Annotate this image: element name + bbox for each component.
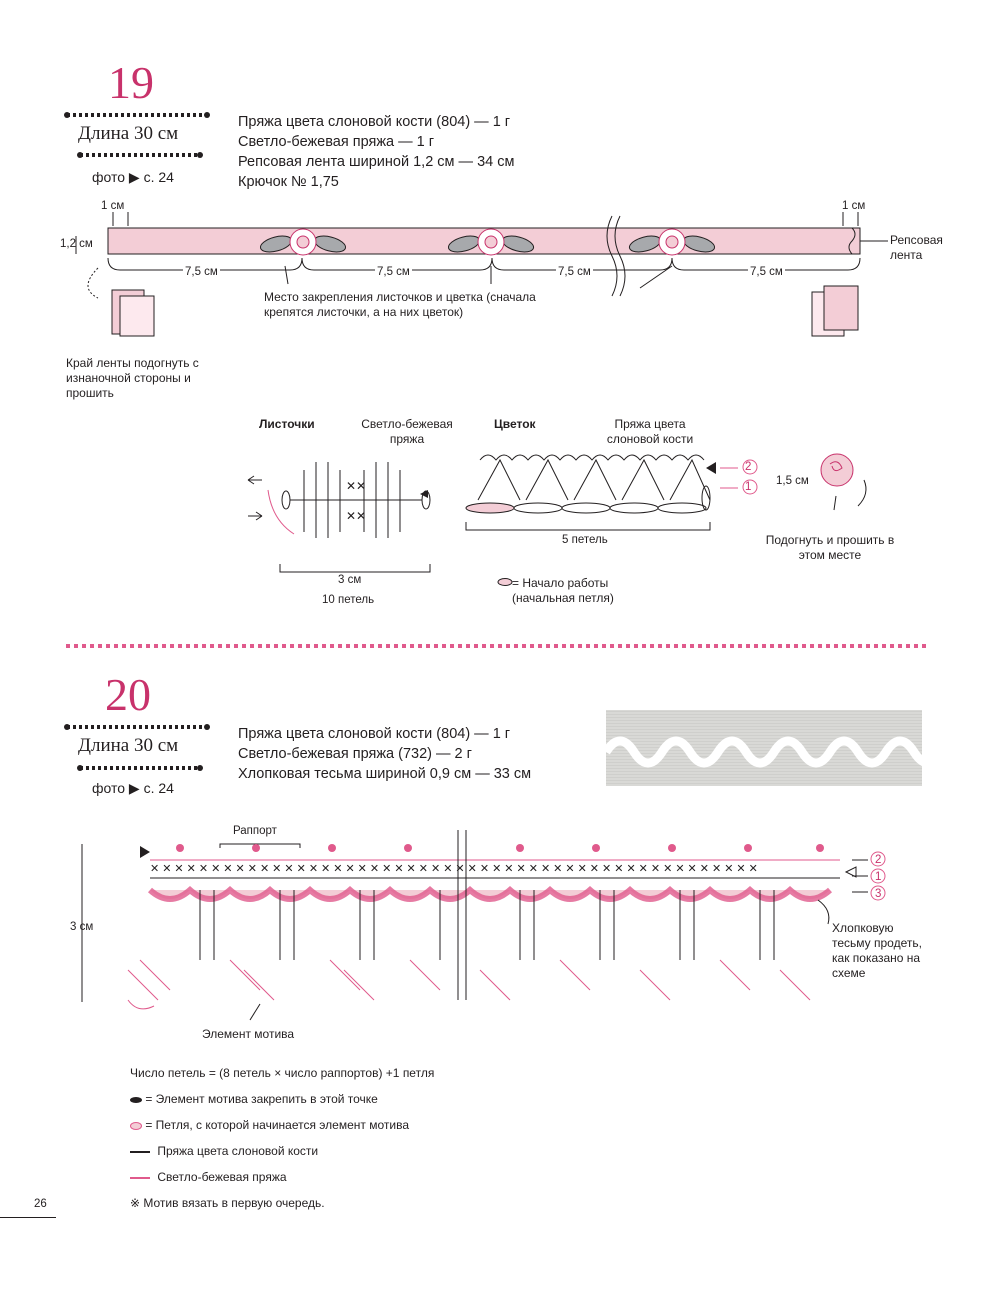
ribbon-diagram xyxy=(75,212,888,337)
leaf-flower-group xyxy=(259,228,347,256)
leaf-flower-group xyxy=(447,228,535,256)
row2-label: 2 xyxy=(875,854,882,866)
material-line: Крючок № 1,75 xyxy=(238,174,339,190)
divider xyxy=(64,112,210,118)
pattern-20-materials: Пряжа цвета слоновой кости (804) — 1 г С… xyxy=(238,724,531,784)
flower-row1: 1 xyxy=(745,481,752,493)
flower-count: 5 петель xyxy=(562,534,608,546)
flower-yarn: Пряжа цвета слоновой кости xyxy=(606,417,694,446)
beige-line-icon xyxy=(130,1176,150,1179)
pattern-20-length: Длина 30 см xyxy=(78,735,179,756)
flower-fold-note: Подогнуть и прошить в этом месте xyxy=(765,533,895,562)
section-separator xyxy=(66,644,926,648)
svg-text:✕✕✕✕✕✕✕✕✕✕✕✕✕✕✕✕✕✕✕✕✕✕✕✕✕✕✕✕✕✕: ✕✕✕✕✕✕✕✕✕✕✕✕✕✕✕✕✕✕✕✕✕✕✕✕✕✕✕✕✕✕✕✕✕✕✕✕✕✕✕✕… xyxy=(150,863,761,875)
attach-note: Место закрепления листочков и цветка (сн… xyxy=(264,290,536,319)
leaves-chart: ✕✕ ✕✕ xyxy=(247,462,431,573)
divider xyxy=(64,724,210,730)
svg-text:✕✕: ✕✕ xyxy=(346,509,366,523)
page-number: 26 xyxy=(34,1198,47,1210)
leaves-count: 10 петель xyxy=(322,594,375,606)
pattern-19-length: Длина 30 см xyxy=(78,123,179,144)
legend-fix-point: = Элемент мотива закрепить в этой точке xyxy=(130,1092,378,1107)
spacing-label: 7,5 см xyxy=(375,265,412,279)
start-note: = Начало работы (начальная петля) xyxy=(512,576,614,605)
leaves-width: 3 см xyxy=(338,574,362,586)
legend-fix-point-text: = Элемент мотива закрепить в этой точке xyxy=(145,1092,378,1106)
tape-note: Хлопковую тесьму продеть, как показано н… xyxy=(832,921,922,980)
dim-1cm-left: 1 см xyxy=(101,200,125,212)
dim-height: 1,2 см xyxy=(60,238,93,250)
pattern-19-photo-ref: фото ▶ с. 24 xyxy=(92,169,174,185)
spacing-label: 7,5 см xyxy=(556,265,593,279)
legend-start-loop-text: = Петля, с которой начинается элемент мо… xyxy=(145,1118,409,1132)
divider xyxy=(77,765,203,771)
leaves-title: Листочки xyxy=(259,417,315,431)
leaves-yarn: Светло-бежевая пряжа xyxy=(361,417,453,446)
motif-label: Элемент мотива xyxy=(202,1027,295,1041)
legend-formula: Число петель = (8 петель × число раппорт… xyxy=(130,1066,435,1080)
flower-size: 1,5 см xyxy=(776,475,809,487)
material-line: Пряжа цвета слоновой кости (804) — 1 г xyxy=(238,114,511,130)
legend-beige-text: Светло-бежевая пряжа xyxy=(157,1170,287,1184)
legend-beige: Светло-бежевая пряжа xyxy=(130,1170,287,1185)
pattern-19-materials: Пряжа цвета слоновой кости (804) — 1 г С… xyxy=(238,112,514,192)
legend-note: ※ Мотив вязать в первую очередь. xyxy=(130,1196,325,1210)
flower-chart xyxy=(465,453,867,531)
pattern-19-number: 19 xyxy=(108,57,154,108)
row1-label: 1 xyxy=(875,871,882,883)
ric-rac-photo xyxy=(602,710,946,786)
ivory-line-icon xyxy=(130,1150,150,1153)
edge-note: Край ленты подогнуть с изнаночной сторон… xyxy=(66,356,199,400)
spacing-label: 7,5 см xyxy=(183,265,220,279)
filled-loop-icon xyxy=(130,1096,142,1103)
material-line: Светло-бежевая пряжа — 1 г xyxy=(238,134,435,150)
material-line: Пряжа цвета слоновой кости (804) — 1 г xyxy=(238,726,511,742)
repeat-label: Раппорт xyxy=(233,825,277,837)
leaf-flower-group xyxy=(628,228,716,256)
pattern-20-number: 20 xyxy=(105,669,151,720)
material-line: Светло-бежевая пряжа (732) — 2 г xyxy=(238,746,472,762)
legend-start-loop: = Петля, с которой начинается элемент мо… xyxy=(130,1118,409,1133)
start-loop-icon xyxy=(497,578,513,586)
flower-row2: 2 xyxy=(745,461,752,473)
pink-loop-icon xyxy=(130,1121,142,1130)
spacing-label: 7,5 см xyxy=(748,265,785,279)
flower-title: Цветок xyxy=(494,417,536,431)
material-line: Репсовая лента шириной 1,2 см — 34 см xyxy=(238,154,515,170)
legend-ivory-text: Пряжа цвета слоновой кости xyxy=(157,1144,319,1158)
ribbon-label: Репсовая лента xyxy=(890,233,943,262)
edging-chart: ✕✕✕✕✕✕✕✕✕✕✕✕✕✕✕✕✕✕✕✕✕✕✕✕✕✕✕✕✕✕✕✕✕✕✕✕✕✕✕✕… xyxy=(81,830,886,1021)
legend-ivory: Пряжа цвета слоновой кости xyxy=(130,1144,318,1159)
svg-text:✕✕: ✕✕ xyxy=(346,479,366,493)
material-line: Хлопковая тесьма шириной 0,9 см — 33 см xyxy=(238,766,532,782)
divider xyxy=(77,152,203,158)
row3-label: 3 xyxy=(875,888,882,900)
page-number-rule xyxy=(0,1217,56,1218)
dim-1cm-right: 1 см xyxy=(842,200,866,212)
pattern-20-photo-ref: фото ▶ с. 24 xyxy=(92,780,174,796)
